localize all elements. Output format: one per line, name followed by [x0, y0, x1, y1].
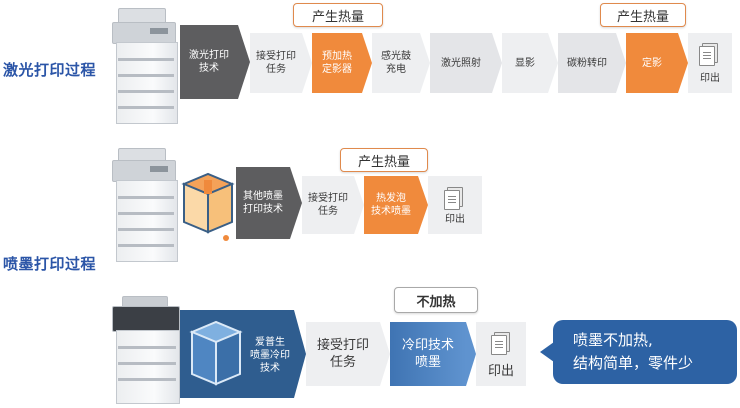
bubble-line-1: 喷墨不加热,	[573, 331, 653, 349]
laser-tech-chevron	[238, 25, 250, 99]
bubble-line-2: 结构简单，零件少	[573, 354, 694, 372]
laser-chevron-6	[616, 33, 626, 93]
epson-printer-image	[112, 296, 182, 404]
inkjet-heat-callout: 产生热量	[340, 148, 428, 172]
laser-tech-box: 激光打印 技术	[180, 25, 238, 99]
document-icon	[444, 190, 460, 210]
inkjet-step-receive: 接受打印 任务	[302, 176, 354, 234]
inkjet-step-thermal: 热发泡 技术喷墨	[364, 176, 418, 234]
laser-step-fuse: 定影	[626, 33, 678, 93]
laser-chevron-4	[492, 33, 502, 93]
epson-step-coldprint: 冷印技术 喷墨	[390, 322, 466, 386]
epson-tech-chevron	[294, 310, 306, 398]
epson-chevron-2	[466, 322, 476, 386]
ink-cartridge-icon	[189, 320, 243, 386]
laser-chevron-1	[302, 33, 312, 93]
document-icon	[699, 46, 715, 66]
inkjet-tech-box: 其他喷墨 打印技术	[236, 167, 290, 239]
laser-step-expose: 激光照射	[430, 33, 492, 93]
ink-cartridge-icon	[181, 172, 235, 241]
laser-step-receive: 接受打印 任务	[250, 33, 302, 93]
laser-step-preheat: 预加热 定影器	[312, 33, 362, 93]
epson-step-receive: 接受打印 任务	[306, 322, 380, 386]
laser-printer-image	[112, 6, 180, 124]
laser-heat-callout-1: 产生热量	[293, 3, 383, 27]
inkjet-chevron-1	[354, 176, 364, 234]
laser-heat-callout-2: 产生热量	[600, 3, 686, 27]
inkjet-printer-image	[112, 146, 180, 262]
laser-chevron-7	[678, 33, 688, 93]
inkjet-process-label: 喷墨打印过程	[3, 255, 97, 273]
laser-process-label: 激光打印过程	[3, 61, 97, 79]
epson-chevron-1	[380, 322, 390, 386]
bubble-pointer	[540, 342, 554, 362]
epson-no-heat-callout: 不加热	[394, 287, 478, 313]
epson-tech-label: 爱普生 喷墨冷印 技术	[250, 336, 290, 374]
laser-chevron-3	[420, 33, 430, 93]
laser-step-charge: 感光鼓 充电	[372, 33, 420, 93]
inkjet-tech-chevron	[290, 167, 302, 239]
inkjet-chevron-2	[418, 176, 428, 234]
laser-step-transfer: 碳粉转印	[558, 33, 616, 93]
laser-chevron-2	[362, 33, 372, 93]
document-icon	[491, 335, 507, 355]
summary-bubble: 喷墨不加热, 结构简单，零件少	[553, 320, 737, 384]
laser-step-develop: 显影	[502, 33, 548, 93]
laser-chevron-5	[548, 33, 558, 93]
